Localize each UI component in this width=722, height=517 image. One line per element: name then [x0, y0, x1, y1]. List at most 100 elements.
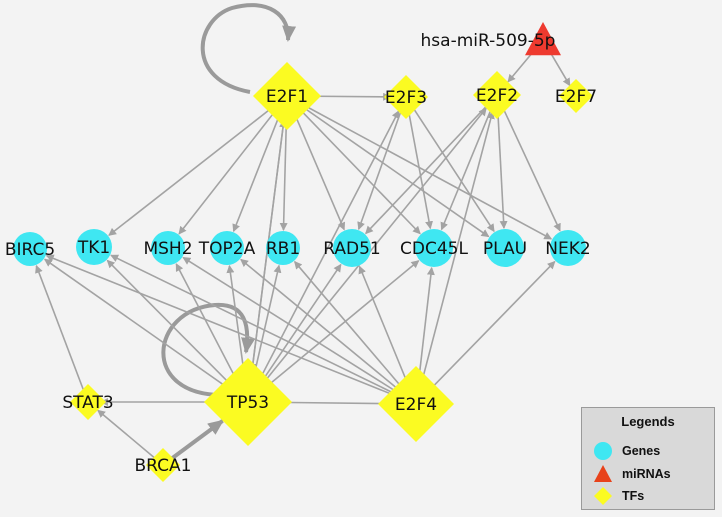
node-rad51[interactable]: RAD51 — [323, 229, 381, 267]
edge-brca1-stat3 — [97, 409, 158, 461]
edge-brca1-tp53 — [167, 419, 225, 463]
edge-e2f3-cdc45l — [406, 106, 434, 230]
gene-circle — [76, 229, 112, 265]
node-label: TP53 — [226, 393, 269, 413]
tf-diamond — [253, 62, 321, 130]
gene-circle — [486, 229, 524, 267]
node-label: TK1 — [77, 238, 110, 258]
edge-e2f3-rad51 — [357, 105, 404, 231]
node-msh2[interactable]: MSH2 — [143, 231, 193, 265]
node-mir509[interactable]: hsa-miR-509-5p — [421, 22, 561, 56]
tf-diamond — [384, 75, 428, 119]
tf-diamond — [559, 79, 593, 113]
node-plau[interactable]: PLAU — [483, 229, 527, 267]
edge-tp53-e2f2 — [259, 107, 487, 388]
node-e2f3[interactable]: E2F3 — [384, 75, 428, 119]
node-stat3[interactable]: STAT3 — [62, 384, 114, 420]
tf-diamond — [146, 448, 180, 482]
diamond-icon — [594, 487, 612, 505]
edge-e2f4-tk1 — [110, 254, 402, 398]
edge-e2f1-tk1 — [108, 104, 276, 236]
legend-label: TFs — [622, 489, 645, 503]
node-birc5[interactable]: BIRC5 — [5, 232, 55, 266]
node-label: hsa-miR-509-5p — [421, 31, 556, 51]
node-label: CDC45L — [400, 239, 468, 259]
edge-e2f4-cdc45l — [417, 266, 435, 388]
node-nek2[interactable]: NEK2 — [545, 230, 591, 266]
edge-e2f1-msh2 — [178, 107, 279, 235]
edge-e2f2-rad51 — [365, 101, 491, 235]
triangle-icon — [594, 465, 612, 482]
node-tk1[interactable]: TK1 — [76, 229, 112, 265]
node-label: E2F3 — [385, 88, 427, 108]
gene-circle — [550, 230, 586, 266]
edge-stat3-birc5 — [35, 264, 86, 396]
legend-panel: Legends Genes miRNAs TFs — [581, 407, 715, 510]
node-label: RB1 — [266, 239, 300, 259]
node-label: E2F1 — [266, 87, 308, 107]
node-label: E2F4 — [395, 395, 437, 415]
tf-diamond — [378, 366, 454, 442]
edge-tp53-rb1 — [251, 264, 282, 384]
edge-e2f2-plau — [496, 105, 508, 230]
tf-diamond — [70, 384, 106, 420]
edge-e2f3-plau — [410, 104, 495, 233]
node-label: NEK2 — [545, 239, 590, 259]
edge-tp53-cdc45l — [262, 260, 420, 391]
node-tp53[interactable]: TP53 — [204, 358, 292, 446]
edge-e2f1-cdc45l — [296, 106, 421, 235]
edge-e2f1-top2a — [232, 109, 283, 233]
edge-e2f4-rb1 — [294, 260, 406, 393]
node-e2f7[interactable]: E2F7 — [555, 79, 597, 113]
node-label: RAD51 — [323, 239, 380, 259]
edge-e2f4-msh2 — [182, 256, 403, 396]
edge-e2f4-e2f2 — [419, 110, 495, 389]
node-label: STAT3 — [62, 393, 113, 413]
gene-circle — [151, 231, 185, 265]
edge-tp53-birc5 — [43, 258, 233, 392]
edge-tp53-rad51 — [257, 263, 342, 387]
edge-e2f1-rad51 — [292, 109, 346, 231]
node-e2f4[interactable]: E2F4 — [378, 366, 454, 442]
node-label: BIRC5 — [5, 240, 55, 260]
node-e2f1[interactable]: E2F1 — [253, 62, 321, 130]
edge-e2f1-plau — [298, 103, 490, 238]
edge-e2f1-e2f1 — [200, 3, 297, 94]
node-label: PLAU — [483, 239, 527, 259]
node-cdc45l[interactable]: CDC45L — [400, 229, 468, 267]
edge-e2f1-rb1 — [279, 110, 288, 232]
tf-diamond — [473, 71, 521, 119]
node-top2a[interactable]: TOP2A — [198, 231, 256, 265]
gene-circle — [415, 229, 453, 267]
edge-e2f4-nek2 — [426, 260, 556, 393]
edge-tp53-e2f3 — [256, 110, 400, 386]
legend-item-mirnas: miRNAs — [592, 463, 712, 485]
legend-item-tfs: TFs — [592, 485, 712, 507]
node-e2f2[interactable]: E2F2 — [473, 71, 521, 119]
mirna-triangle — [525, 22, 561, 56]
legend-label: miRNAs — [622, 467, 671, 481]
node-rb1[interactable]: RB1 — [266, 231, 300, 265]
legend-title: Legends — [621, 414, 675, 429]
edge-e2f4-birc5 — [45, 254, 402, 399]
node-brca1[interactable]: BRCA1 — [135, 448, 192, 482]
gene-circle — [13, 232, 47, 266]
node-label: BRCA1 — [135, 456, 192, 476]
edge-e2f4-top2a — [240, 258, 404, 395]
gene-circle — [333, 229, 371, 267]
edge-e2f2-cdc45l — [440, 104, 494, 231]
node-label: E2F2 — [476, 86, 518, 106]
node-label: E2F7 — [555, 87, 597, 107]
node-label: TOP2A — [198, 239, 256, 259]
edge-tp53-msh2 — [175, 263, 240, 386]
circle-icon — [594, 442, 612, 460]
legend-label: Genes — [622, 444, 661, 458]
edge-tp53-tk1 — [106, 259, 236, 390]
edge-e2f4-rad51 — [358, 265, 411, 390]
gene-circle — [210, 231, 244, 265]
edges-layer — [35, 3, 571, 463]
node-label: MSH2 — [143, 239, 192, 259]
